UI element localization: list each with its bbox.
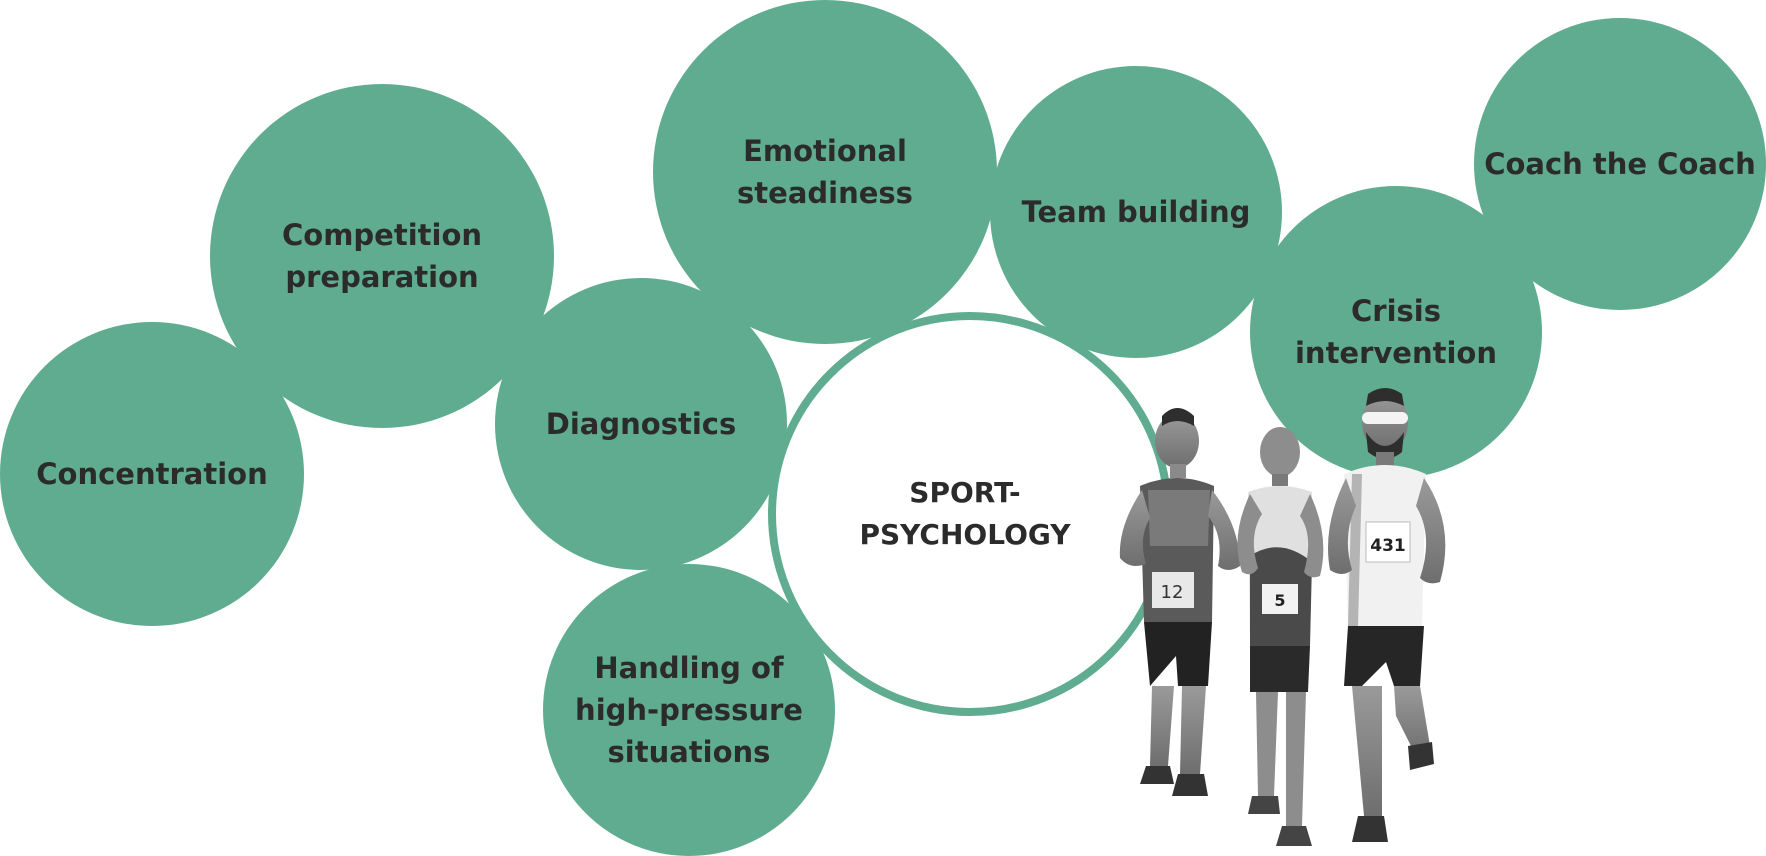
bubble-team-building: Team building: [990, 66, 1282, 358]
runner-right: 431: [1328, 388, 1446, 842]
svg-text:12: 12: [1161, 582, 1184, 603]
bubble-label: Coach the Coach: [1484, 147, 1756, 181]
bubble-label: Handling of high-pressure situations: [575, 651, 803, 769]
bubble-label: Team building: [1021, 195, 1251, 229]
bubble-diagnostics: Diagnostics: [495, 278, 787, 570]
center-label: SPORT- PSYCHOLOGY: [859, 476, 1071, 551]
bubble-label: Concentration: [36, 457, 268, 491]
center-circle: SPORT- PSYCHOLOGY: [768, 312, 1172, 716]
bubble-label: Emotional steadiness: [737, 134, 913, 210]
bubble-label: Diagnostics: [545, 407, 737, 441]
runner-middle: 5: [1237, 427, 1324, 846]
svg-text:5: 5: [1274, 591, 1285, 610]
runner-left: 12: [1119, 408, 1240, 796]
bubble-emotional-steadiness: Emotional steadiness: [653, 0, 997, 344]
bubble-label: Competition preparation: [281, 218, 483, 294]
bubble-concentration: Concentration: [0, 322, 304, 626]
bubble-label: Crisis intervention: [1294, 294, 1497, 370]
runners-photo: 12 5: [1119, 388, 1446, 846]
bubble-competition-preparation: Competition preparation: [210, 84, 554, 428]
bubble-handling-high-pressure: Handling of high-pressure situations: [543, 564, 835, 856]
svg-text:431: 431: [1370, 536, 1406, 556]
